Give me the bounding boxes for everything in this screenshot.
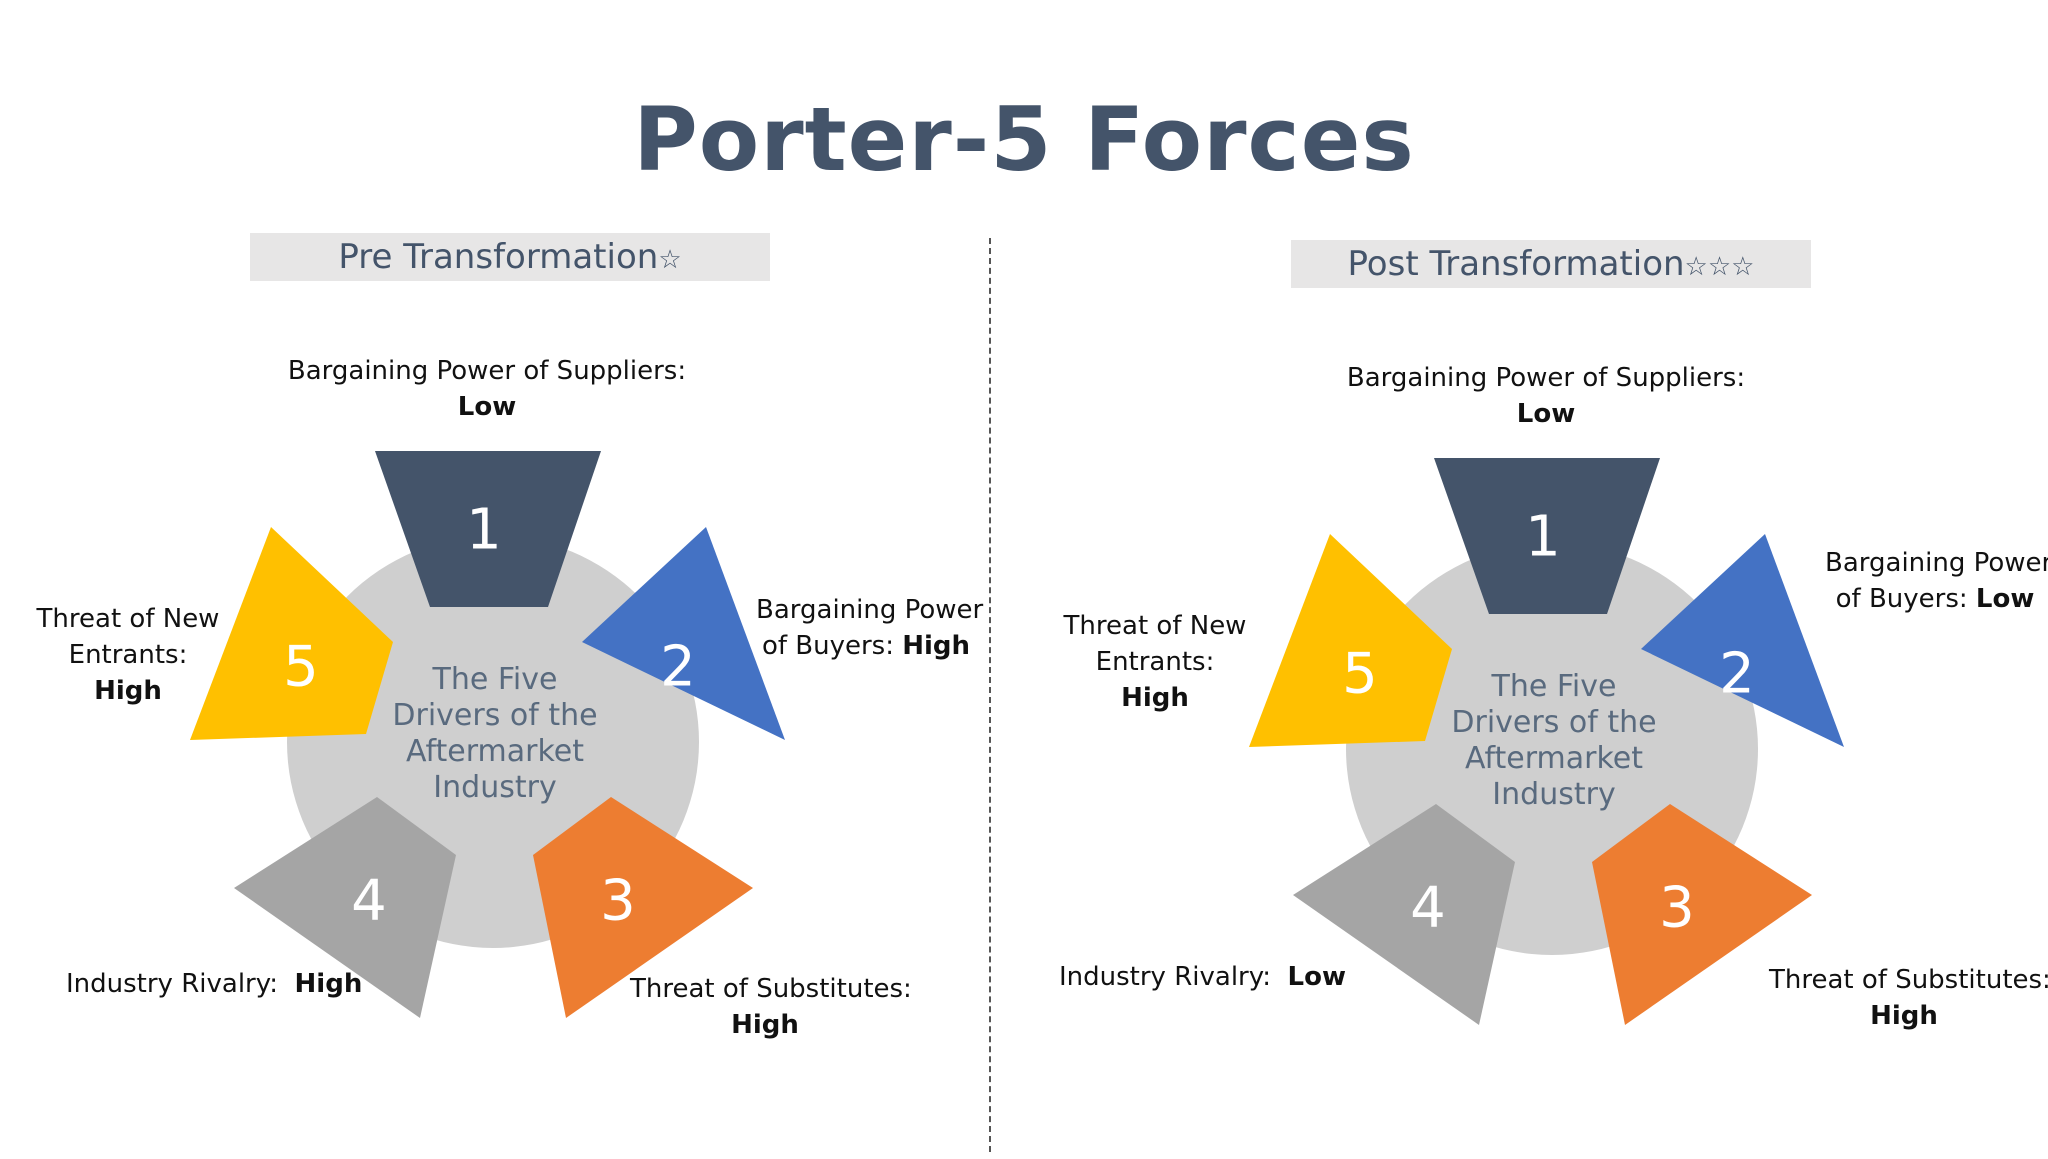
post-transformation-panel: Post Transformation☆☆☆ 1 2 3 4 5 The Fiv… [1059, 7, 2048, 1159]
header-text: Post Transformation [1347, 244, 1685, 284]
panel-divider [989, 238, 991, 1152]
suppliers-label: Bargaining Power of Suppliers: Low [1346, 363, 1746, 429]
five-forces-wheel: 1 2 3 4 5 [1249, 458, 1844, 1025]
force-5-number: 5 [283, 635, 319, 700]
force-4-shape [1293, 804, 1515, 1025]
star-rating: ☆ [658, 245, 682, 275]
force-2-number: 2 [660, 635, 696, 700]
force-3-shape [1592, 804, 1812, 1025]
post-transformation-header: Post Transformation☆☆☆ [1291, 240, 1811, 288]
substitutes-label: Threat of Substitutes: High [630, 974, 912, 1040]
force-4-number: 4 [351, 869, 387, 934]
header-text: Pre Transformation [338, 237, 659, 277]
force-4-number: 4 [1410, 876, 1446, 941]
force-5-shape [190, 527, 393, 740]
five-forces-wheel: 1 2 3 4 5 [190, 451, 785, 1018]
rivalry-label: Industry Rivalry: High [66, 969, 363, 999]
buyers-label: Bargaining Power of Buyers: Low [1825, 548, 2048, 614]
page-title: Porter-5 Forces [633, 88, 1415, 191]
force-5-shape [1249, 534, 1452, 747]
pre-transformation-header: Pre Transformation☆ [250, 233, 770, 281]
force-5-number: 5 [1342, 642, 1378, 707]
rivalry-label: Industry Rivalry: Low [1059, 962, 1346, 992]
suppliers-label: Bargaining Power of Suppliers: Low [287, 356, 687, 422]
force-1-shape [1434, 458, 1660, 614]
force-2-number: 2 [1719, 642, 1755, 707]
new-entrants-label: Threat of New Entrants: High [1063, 611, 1247, 713]
force-4-shape [234, 797, 456, 1018]
force-2-shape [582, 527, 785, 740]
new-entrants-label: Threat of New Entrants: High [36, 604, 220, 706]
buyers-label: Bargaining Power of Buyers: High [756, 595, 984, 661]
pre-transformation-panel: Pre Transformation☆ 1 2 3 4 5 The Five D… [0, 0, 1024, 1152]
force-3-shape [533, 797, 753, 1018]
force-2-shape [1641, 534, 1844, 747]
center-caption: The Five Drivers of the Aftermarket Indu… [1451, 669, 1657, 812]
force-3-number: 3 [1659, 876, 1695, 941]
substitutes-label: Threat of Substitutes: High [1769, 965, 2048, 1031]
force-3-number: 3 [600, 869, 636, 934]
force-1-number: 1 [466, 498, 502, 563]
center-caption: The Five Drivers of the Aftermarket Indu… [392, 662, 598, 805]
star-rating: ☆☆☆ [1684, 252, 1755, 282]
force-1-number: 1 [1525, 505, 1561, 570]
force-1-shape [375, 451, 601, 607]
